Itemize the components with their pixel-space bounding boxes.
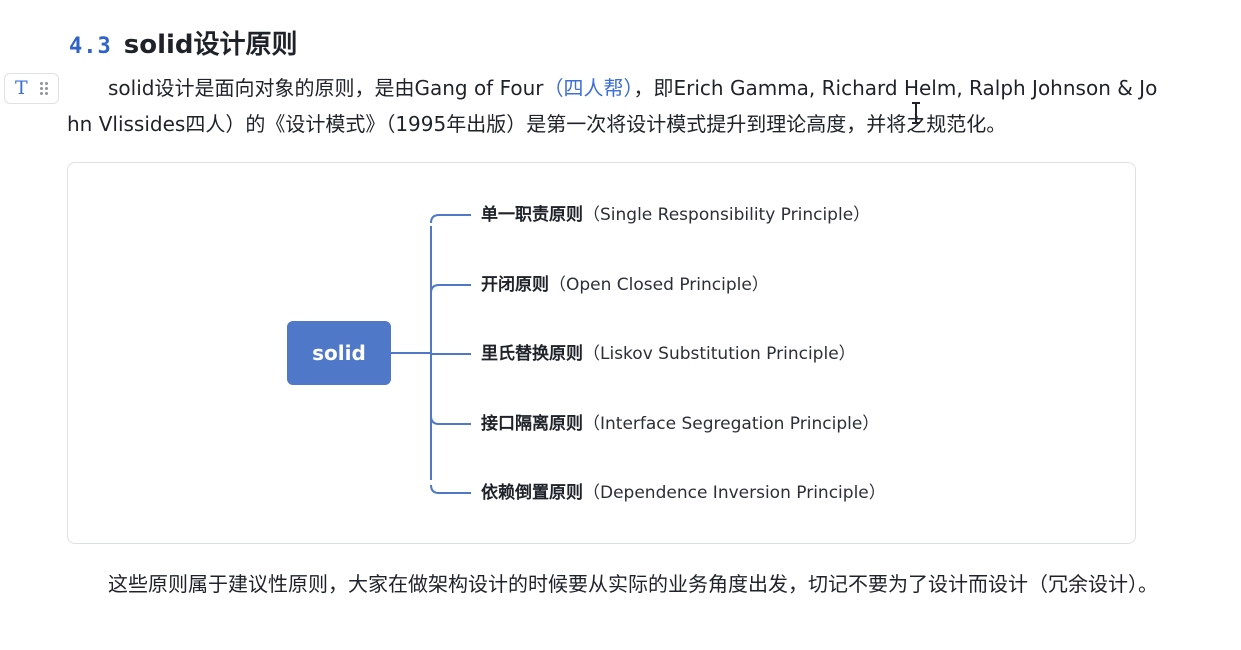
branch-cn-label: 依赖倒置原则 [481,483,583,503]
branch-connector-1 [430,214,471,224]
mindmap-branch-dip[interactable]: 依赖倒置原则（Dependence Inversion Principle） [481,480,886,506]
branch-cn-label: 接口隔离原则 [481,414,583,434]
intro-text-part2: ，即Erich Gamma, Richard Helm, Ralph Johns… [67,76,1158,136]
mindmap-branch-isp[interactable]: 接口隔离原则（Interface Segregation Principle） [481,411,879,437]
branch-en-label: （Interface Segregation Principle） [583,414,880,434]
mindmap-root-node[interactable]: solid [287,321,391,385]
intro-text-part1: solid设计是面向对象的原则，是由Gang of Four [108,76,544,100]
mindmap-branch-srp[interactable]: 单一职责原则（Single Responsibility Principle） [481,202,870,228]
branch-cn-label: 里氏替换原则 [481,344,583,364]
branch-en-label: （Dependence Inversion Principle） [583,483,886,503]
gang-of-four-link[interactable]: （四人帮） [543,76,634,100]
section-heading: 4.3 solid设计原则 [69,24,298,61]
branch-connector-4 [430,415,471,425]
branch-en-label: （Open Closed Principle） [549,275,769,295]
branch-en-label: （Single Responsibility Principle） [583,205,871,225]
text-cursor-icon [912,102,923,124]
mindmap-connectors [391,214,471,494]
text-type-icon: T [15,77,28,99]
heading-title: solid设计原则 [123,30,298,60]
mindmap-branch-ocp[interactable]: 开闭原则（Open Closed Principle） [481,272,769,298]
branch-connector-2 [430,284,471,294]
heading-number: 4.3 [69,34,112,59]
conclusion-paragraph[interactable]: 这些原则属于建议性原则，大家在做架构设计的时候要从实际的业务角度出发，切记不要为… [108,572,1158,596]
branch-cn-label: 开闭原则 [481,275,549,295]
branch-connector-5 [430,484,471,494]
block-type-handle[interactable]: T [4,73,59,104]
branch-cn-label: 单一职责原则 [481,205,583,225]
mindmap-branch-lsp[interactable]: 里氏替换原则（Liskov Substitution Principle） [481,341,856,367]
branch-en-label: （Liskov Substitution Principle） [583,344,856,364]
intro-paragraph[interactable]: solid设计是面向对象的原则，是由Gang of Four（四人帮），即Eri… [67,70,1162,142]
drag-handle-icon[interactable] [39,82,48,95]
solid-mindmap[interactable]: solid 单一职责原则（Single Responsibility Princ… [67,162,1136,544]
